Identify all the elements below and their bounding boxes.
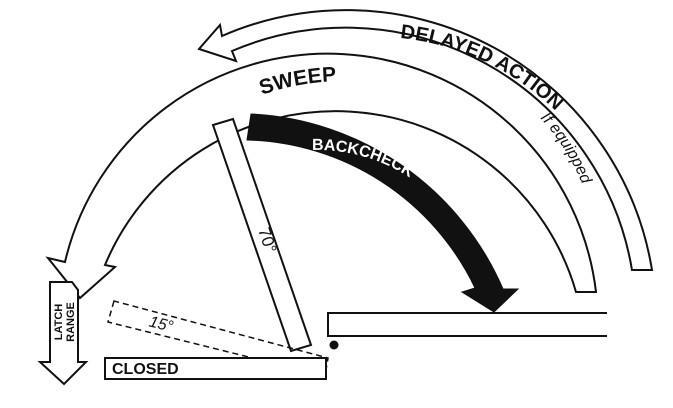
sweep-arrow	[45, 52, 598, 300]
closed-label: CLOSED	[112, 361, 179, 378]
door-frame	[327, 312, 607, 337]
delayed-action-arrow	[197, 9, 654, 271]
backcheck-arrow	[246, 113, 520, 313]
door-closed	[104, 357, 327, 380]
backcheck-label: BACKCHECK	[312, 137, 417, 181]
hinge-pivot	[329, 340, 339, 350]
range-label: RANGE	[65, 302, 77, 342]
door-70	[211, 117, 313, 353]
latch-range-arrow	[37, 281, 89, 386]
angle-15-label: 15°	[147, 313, 175, 335]
latch-label: LATCH	[53, 304, 65, 341]
